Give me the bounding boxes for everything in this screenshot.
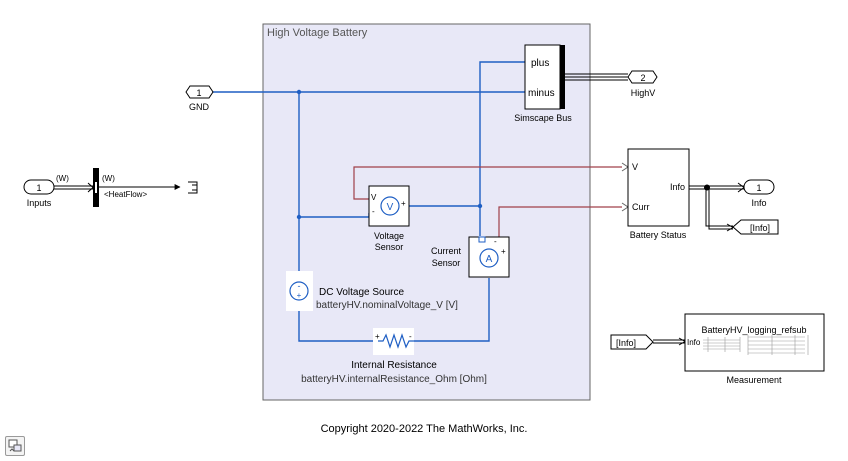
simscape-bus-block[interactable]: plus minus: [524, 44, 565, 110]
w-label-in: (W): [56, 174, 69, 183]
resistance-plus: +: [375, 332, 380, 341]
gnd-port-number: 1: [196, 88, 201, 98]
model-browser-icon[interactable]: [5, 436, 25, 456]
w-label-out: (W): [102, 174, 115, 183]
info-outport[interactable]: 1: [743, 179, 775, 195]
highv-port-number: 2: [640, 73, 645, 83]
from-tag-text: [Info]: [616, 338, 636, 348]
voltage-sensor-plus: +: [401, 199, 406, 208]
simscape-bus-label: Simscape Bus: [514, 113, 572, 123]
current-sensor-minus: -: [494, 237, 497, 246]
current-sensor-block[interactable]: A + -: [468, 236, 510, 278]
battery-status-info-port: Info: [670, 182, 685, 192]
measurement-bus-arrow: [678, 337, 686, 346]
measurement-info-port: Info: [687, 338, 701, 347]
inputs-port-number: 1: [36, 183, 41, 193]
info-bus-arrow: [737, 182, 745, 193]
info-from-block[interactable]: [Info]: [610, 334, 654, 350]
info-bus-line: [689, 185, 744, 190]
voltage-sensor-glyph: V: [387, 202, 394, 213]
dc-source-param: batteryHV.nominalVoltage_V [V]: [316, 300, 458, 311]
inputs-bus-arrow: [87, 182, 94, 193]
resistance-label: Internal Resistance: [351, 360, 437, 371]
voltage-sensor-label: Voltage: [374, 231, 404, 241]
info-goto-arrow: [726, 223, 734, 232]
inputs-port-label: Inputs: [27, 198, 52, 208]
voltage-sensor-label-2: Sensor: [375, 242, 404, 252]
battery-status-label: Battery Status: [630, 230, 687, 240]
highv-bus-connection: [565, 73, 628, 81]
info-goto-line: [705, 188, 733, 230]
physical-connections: [213, 61, 525, 342]
measurement-ref-name: BatteryHV_logging_refsub: [701, 325, 806, 335]
measurement-block[interactable]: BatteryHV_logging_refsub Info: [684, 313, 825, 372]
junction-dot: [296, 89, 302, 95]
gnd-connection-port[interactable]: 1: [185, 85, 214, 99]
voltage-sensor-minus: -: [372, 207, 375, 216]
info-port-number: 1: [756, 183, 761, 193]
highv-connection-port[interactable]: 2: [627, 70, 658, 84]
subsystem-title: High Voltage Battery: [267, 27, 368, 39]
resistance-minus: -: [409, 332, 412, 341]
copyright-notice: Copyright 2020-2022 The MathWorks, Inc.: [320, 423, 528, 435]
heatflow-bus-selector[interactable]: [93, 168, 99, 207]
voltage-sensor-v-port: V: [371, 193, 377, 202]
plus-port-label: plus: [531, 58, 549, 69]
measurement-label: Measurement: [726, 375, 782, 385]
resistance-param: batteryHV.internalResistance_Ohm [Ohm]: [301, 374, 487, 385]
highv-port-label: HighV: [631, 88, 656, 98]
measurement-bus-line: [653, 339, 685, 344]
inputs-inport[interactable]: 1: [23, 179, 55, 195]
voltage-sensor-block[interactable]: V V + -: [368, 185, 410, 227]
v-input-arrow: [621, 162, 629, 172]
battery-status-curr-port: Curr: [632, 202, 650, 212]
goto-tag-text: [Info]: [750, 223, 770, 233]
dc-source-minus: -: [298, 281, 301, 291]
heatflow-terminator[interactable]: [188, 181, 198, 194]
measurement-thumbnail: [703, 335, 809, 355]
inputs-bus-line: [54, 185, 93, 190]
gnd-port-label: GND: [189, 102, 210, 112]
current-sensor-glyph: A: [486, 254, 493, 265]
dc-source-plus: +: [297, 291, 302, 300]
dc-voltage-source-block[interactable]: - +: [286, 271, 313, 311]
junction-dot: [296, 214, 302, 220]
info-port-label: Info: [751, 198, 766, 208]
battery-status-block[interactable]: V Curr Info: [627, 148, 690, 227]
dc-source-label: DC Voltage Source: [319, 287, 404, 298]
info-goto-block[interactable]: [Info]: [732, 219, 779, 235]
model-browser-glyph: [8, 439, 22, 452]
current-sensor-plus: +: [501, 247, 506, 256]
battery-status-v-port: V: [632, 162, 638, 172]
current-sensor-label-2: Sensor: [432, 258, 461, 268]
current-sensor-label: Current: [431, 246, 462, 256]
junction-dot: [477, 203, 483, 209]
internal-resistance-block[interactable]: + -: [373, 328, 414, 355]
minus-port-label: minus: [528, 88, 555, 99]
curr-input-arrow: [621, 202, 629, 212]
heatflow-selector-label: <HeatFlow>: [104, 190, 147, 199]
